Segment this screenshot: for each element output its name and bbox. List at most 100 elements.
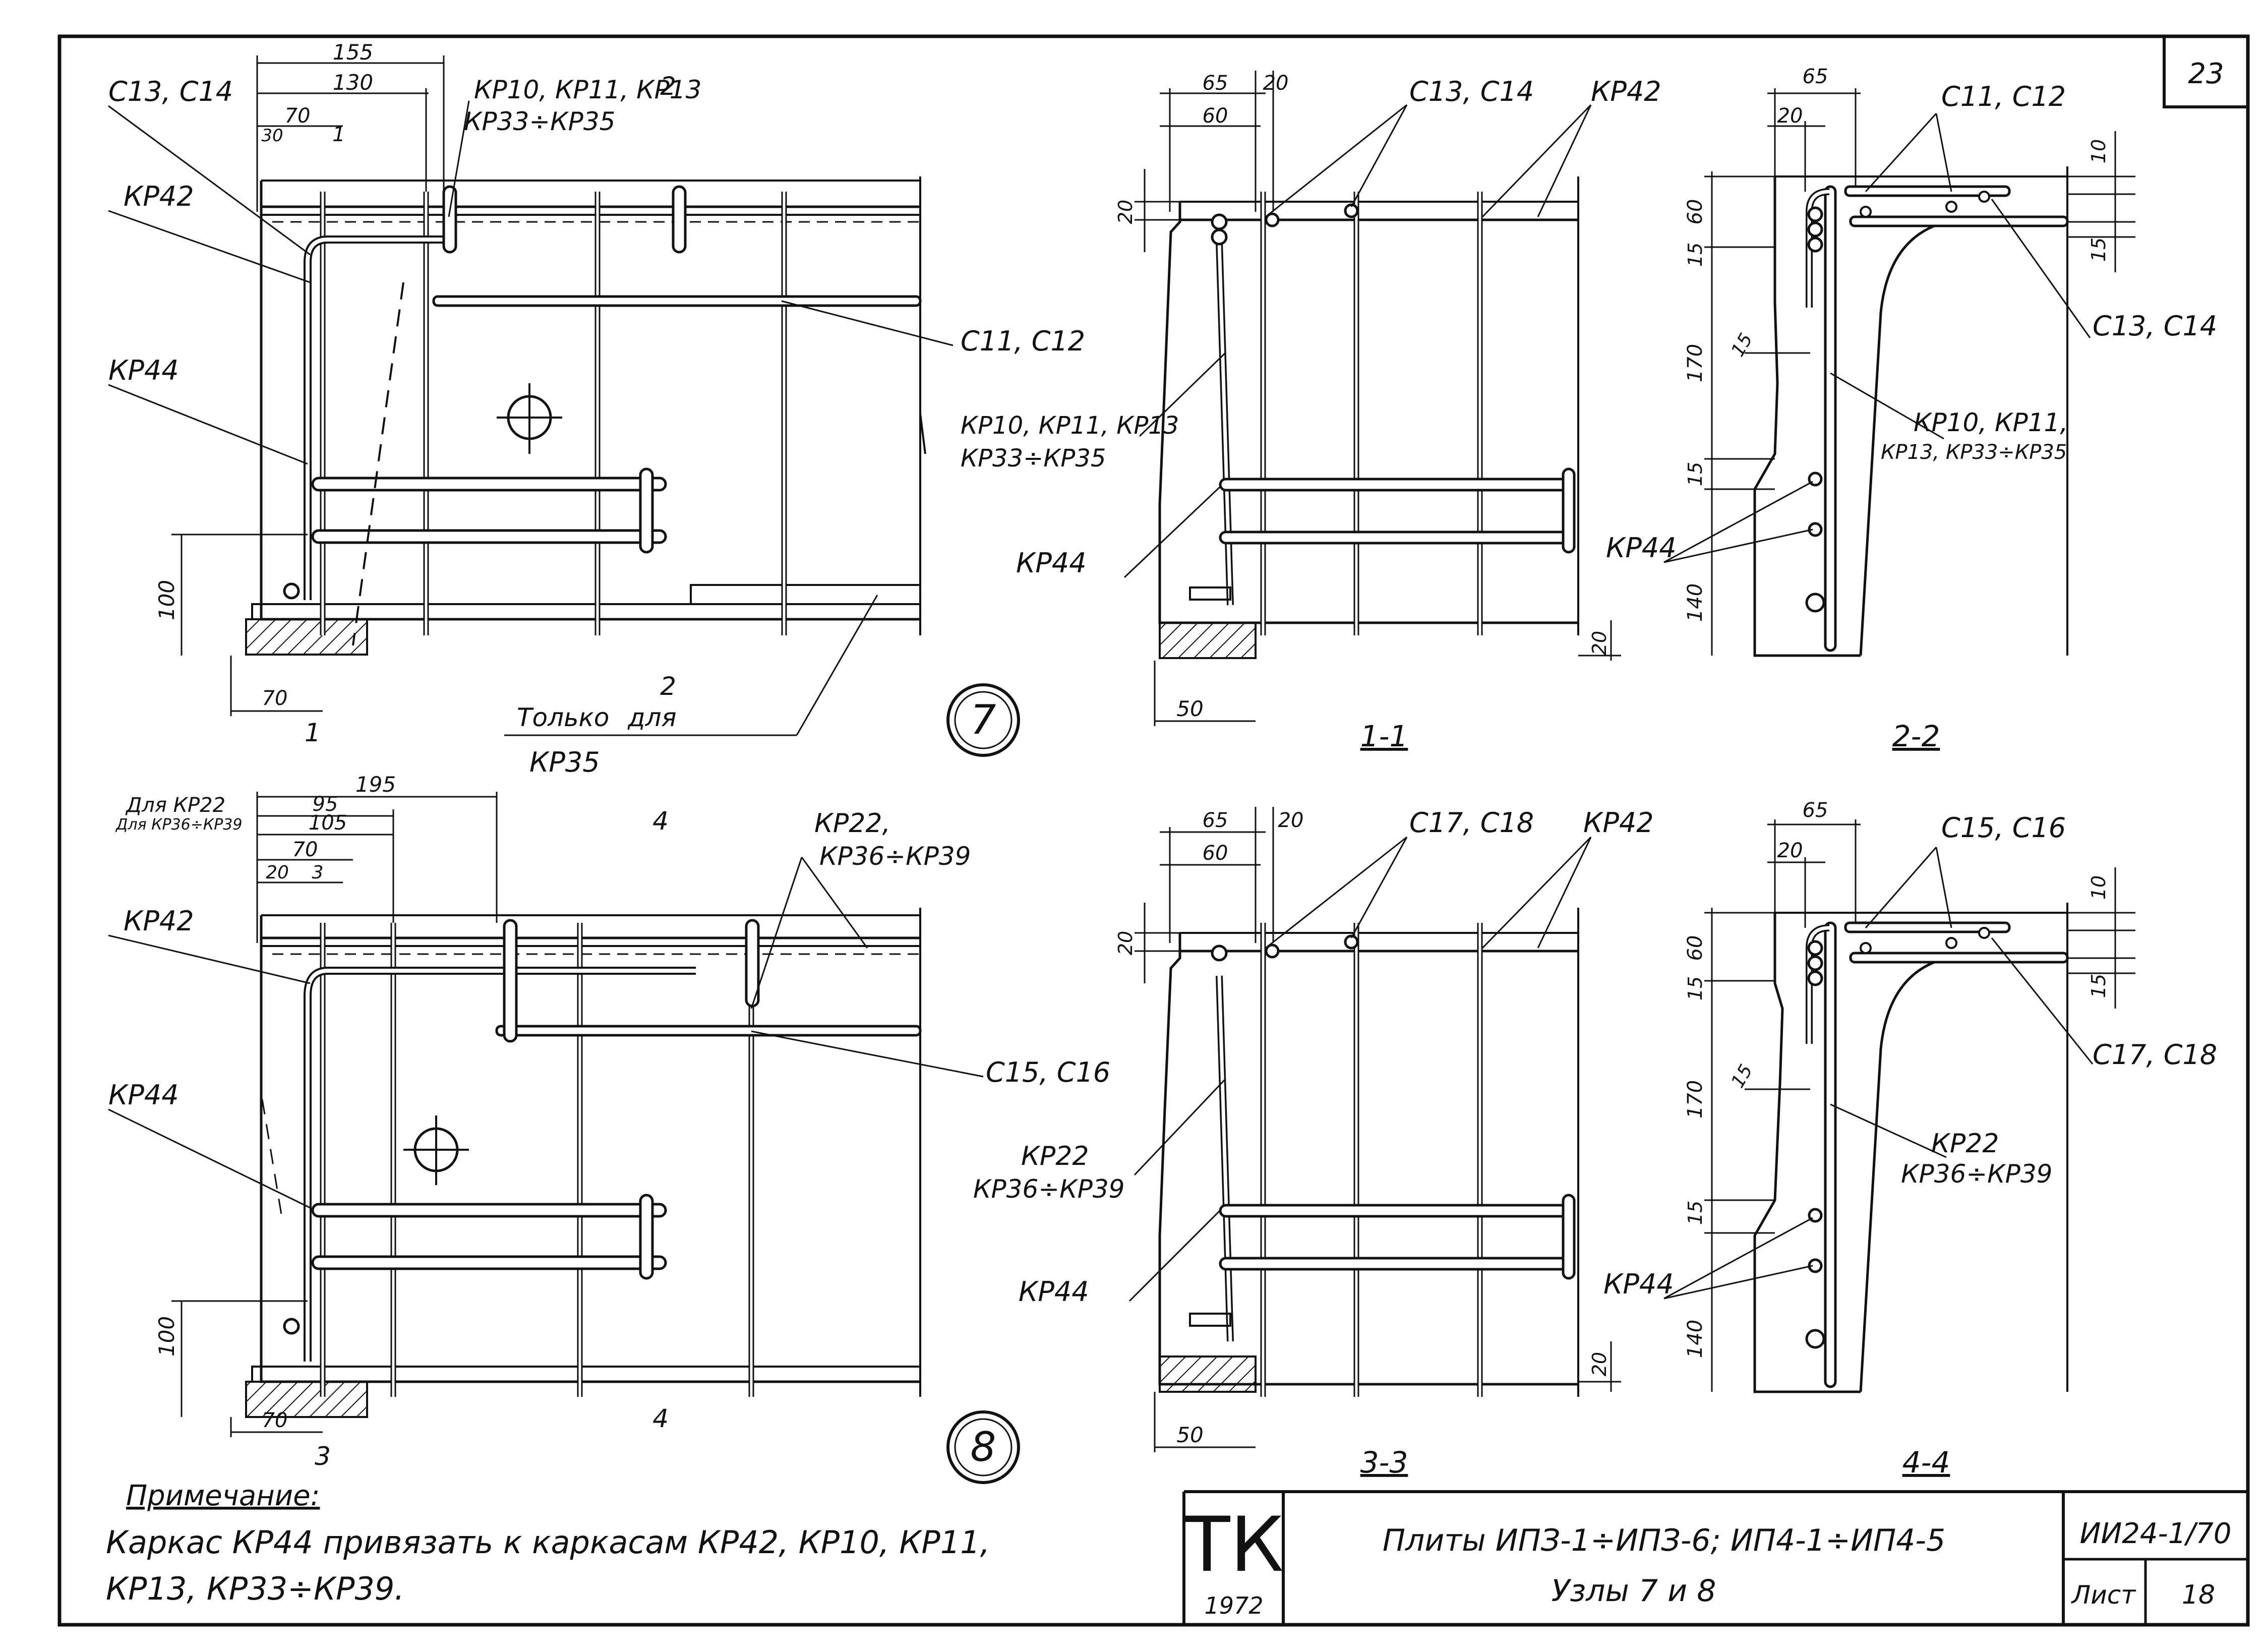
note-line2: КР13, КР33÷КР39. [106, 1570, 404, 1607]
section-1-1-label-kr10: КР10, КР11, КР13 [961, 411, 1179, 440]
section-2-2-dim-170: 170 [1684, 344, 1707, 382]
section-4-4-dim-15r: 15 [1727, 1061, 1757, 1091]
section-2-2-label-c11c12: С11, С12 [1941, 81, 2066, 112]
node-8-label-c15c16: С15, С16 [986, 1056, 1110, 1088]
section-4-4-dim-15a: 15 [1684, 976, 1706, 1000]
series-code: ИИ24-1/70 [2080, 1517, 2232, 1550]
sheet-title-line1: Плиты ИПЗ-1÷ИПЗ-6; ИП4-1÷ИП4-5 [1383, 1523, 1945, 1558]
node-8-cut-4b: 4 [652, 1404, 669, 1433]
stamp: ТК [1183, 1501, 1284, 1589]
section-4-4-dim-170: 170 [1684, 1080, 1707, 1118]
node-7-dim-1: 1 [332, 123, 345, 146]
node-8-label-kr36: КР36÷КР39 [819, 842, 971, 871]
node-8-dim-100: 100 [154, 1316, 179, 1356]
node-7-label-c11c12: С11, С12 [961, 325, 1085, 357]
section-2-2-title: 2-2 [1892, 719, 1940, 753]
section-3-3-dim-20: 20 [1278, 809, 1304, 832]
node-8-number: 8 [971, 1424, 996, 1470]
section-4-4-label-kr22: КР22 [1931, 1129, 1999, 1159]
node-7-dim-30: 30 [261, 126, 283, 146]
section-1-1-dim-65: 65 [1203, 72, 1228, 95]
node-7-dim-155: 155 [333, 40, 373, 65]
section-1-1-label-kr33: КР33÷КР35 [961, 444, 1106, 473]
stamp-year: 1972 [1204, 1592, 1263, 1619]
node-8-cut-3: 3 [315, 1442, 331, 1471]
section-3-3-dim-20v: 20 [1114, 931, 1137, 955]
node-8-label-kr22: КР22, [814, 808, 890, 839]
section-4-4-dim-15b: 15 [1684, 1201, 1706, 1225]
sheet-frame: 23 [57, 34, 2250, 1627]
node-7-dim-100: 100 [154, 580, 179, 620]
node-8-dim-3: 3 [312, 862, 324, 883]
section-2-2-label-kr13: КР13, КР33÷КР35 [1881, 441, 2067, 464]
section-4-4-dim-140: 140 [1684, 1320, 1707, 1358]
section-4-4-dim-60: 60 [1684, 935, 1707, 961]
node-7-cut-2b: 2 [660, 672, 676, 701]
node-7-dim-70: 70 [285, 104, 311, 128]
note-line1: Каркас КР44 привязать к каркасам КР42, К… [106, 1524, 990, 1561]
section-1-1-label-kr44: КР44 [1016, 547, 1087, 579]
section-1-1-drawing [1123, 71, 1621, 726]
section-2-2-dim-15a: 15 [1684, 243, 1706, 267]
section-4-4-dim-20: 20 [1777, 839, 1803, 862]
section-3-3-dim-60: 60 [1203, 842, 1228, 865]
section-3-3-label-kr42: КР42 [1583, 807, 1654, 839]
section-1-1-dim-50: 50 [1176, 696, 1203, 721]
node-7-label-kr42: КР42 [124, 181, 194, 212]
node-7-label-kr44: КР44 [108, 355, 179, 386]
section-2-2-dim-140: 140 [1684, 583, 1707, 622]
section-2-2-dim-65: 65 [1803, 65, 1828, 88]
section-4-4-dim-65: 65 [1803, 799, 1828, 822]
section-2-2-dim-15r: 15 [1727, 330, 1757, 360]
node-8-label-kr44: КР44 [108, 1079, 179, 1111]
section-4-4-label-c15c16: С15, С16 [1941, 812, 2066, 844]
section-3-3-label-kr44: КР44 [1019, 1276, 1089, 1308]
section-2-2-dim-15b: 15 [1684, 462, 1706, 486]
section-3-3-label-kr36: КР36÷КР39 [973, 1174, 1124, 1204]
node-7-dim-130: 130 [333, 70, 373, 95]
node-7-label-c13c14: С13, С14 [108, 76, 233, 107]
section-3-3-dim-50: 50 [1176, 1423, 1203, 1447]
section-2-2-dim-60: 60 [1684, 199, 1707, 225]
node-8-label-for-kr36: Для КР36÷КР39 [115, 816, 242, 834]
section-1-1-dim-20: 20 [1263, 72, 1289, 95]
node-7-label-kr10: КР10, КР11, КР13 [474, 75, 701, 104]
node-8-dim-70: 70 [292, 838, 318, 861]
section-1-1-dim-20v: 20 [1114, 200, 1137, 224]
node-7-drawing [108, 55, 1020, 757]
section-2-2-dim-10: 10 [2088, 139, 2110, 163]
section-3-3-dim-65: 65 [1203, 809, 1228, 832]
node-8-dim-20: 20 [266, 862, 289, 883]
node-7-label-only1: Только [517, 703, 609, 732]
node-7-cut-2: 2 [660, 72, 676, 101]
node-7-label-only2: для [627, 703, 677, 732]
node-8-dim-70b: 70 [262, 1409, 288, 1432]
section-2-2-label-kr44: КР44 [1606, 532, 1677, 564]
node-7-number: 7 [971, 696, 996, 743]
node-8-label-kr42: КР42 [124, 905, 194, 937]
section-2-2-label-c13c14: С13, С14 [2093, 310, 2217, 342]
section-4-4-label-c17c18: С17, С18 [2093, 1039, 2217, 1071]
node-8-dim-195: 195 [355, 772, 396, 797]
section-2-2-drawing [1663, 88, 2135, 657]
section-2-2-label-kr10: КР10, КР11, [1914, 408, 2068, 437]
section-3-3-drawing [1128, 807, 1621, 1452]
sheet-title-line2: Узлы 7 и 8 [1552, 1573, 1716, 1609]
section-3-3-label-kr22: КР22 [1021, 1141, 1089, 1171]
node-7-dim-70b: 70 [262, 687, 288, 710]
node-7-label-kr35: КР35 [529, 746, 600, 778]
section-2-2-dim-15c: 15 [2088, 238, 2110, 262]
node-7-cut-1: 1 [305, 718, 321, 747]
section-1-1-dim-20b: 20 [1588, 631, 1611, 655]
list-label: Лист [2071, 1580, 2137, 1610]
section-1-1-label-kr42: КР42 [1591, 76, 1661, 107]
node-8-label-for-kr22: Для КР22 [125, 794, 225, 817]
section-3-3-label-c17c18: С17, С18 [1409, 807, 1534, 839]
node-7-label-kr33: КР33÷КР35 [464, 107, 615, 136]
note: Примечание: Каркас КР44 привязать к карк… [106, 1480, 990, 1607]
section-4-4-drawing [1663, 819, 2135, 1393]
section-1-1-label-c13c14: С13, С14 [1409, 76, 1534, 107]
section-4-4-title: 4-4 [1902, 1445, 1950, 1480]
section-2-2-dim-20: 20 [1777, 104, 1803, 128]
